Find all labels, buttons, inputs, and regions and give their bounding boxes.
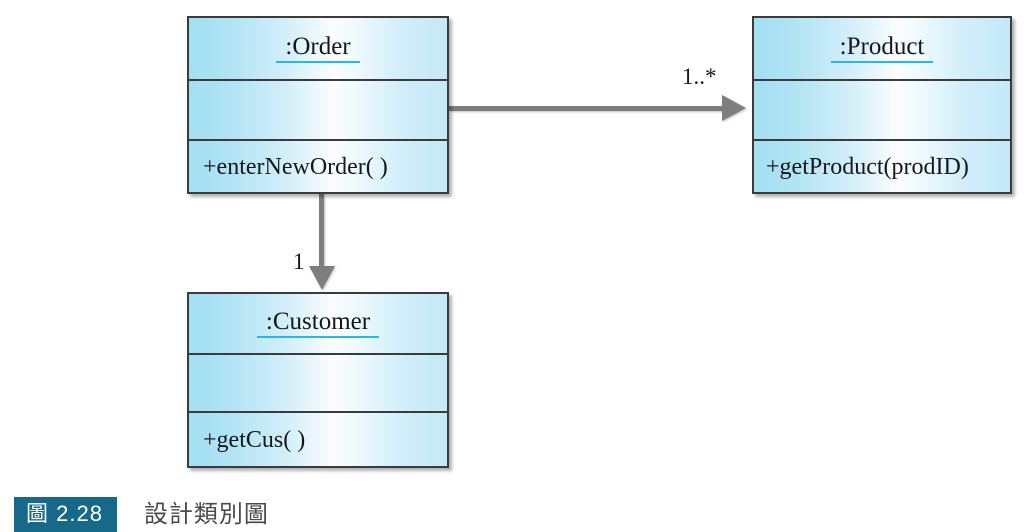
figure-caption-badge: 圖 2.28 [14,497,117,532]
multiplicity-label-order-product: 1..* [682,64,717,89]
figure-caption-text: 設計類別圖 [143,500,269,528]
class-operation-order-enternewsorder: +enterNewOrder( ) [203,153,388,180]
association-arrowhead-customer [309,266,335,290]
class-operations-compartment-customer: +getCus( ) [189,411,447,466]
class-operation-customer-getcus: +getCus( ) [203,426,306,453]
class-name-order: :Order [276,34,360,64]
association-line-order-customer [319,194,324,272]
class-attributes-compartment-product [754,78,1010,140]
figure-caption: 圖 2.28 設計類別圖 [14,497,269,532]
uml-class-box-product[interactable]: :Product +getProduct(prodID) [752,16,1012,194]
class-operations-compartment-order: +enterNewOrder( ) [189,139,447,192]
multiplicity-label-order-customer: 1 [293,249,305,274]
class-name-product: :Product [830,34,934,64]
uml-class-box-customer[interactable]: :Customer +getCus( ) [187,292,449,468]
class-name-compartment-order: :Order [189,18,447,79]
association-arrowhead-product [722,95,746,121]
class-name-customer: :Customer [256,309,380,339]
class-name-compartment-customer: :Customer [189,294,447,353]
class-name-compartment-product: :Product [754,18,1010,79]
association-line-order-product [449,106,726,111]
class-attributes-compartment-order [189,78,447,140]
class-operations-compartment-product: +getProduct(prodID) [754,139,1010,192]
uml-class-box-order[interactable]: :Order +enterNewOrder( ) [187,16,449,194]
class-operation-product-getproduct: +getProduct(prodID) [766,153,969,180]
class-attributes-compartment-customer [189,352,447,412]
